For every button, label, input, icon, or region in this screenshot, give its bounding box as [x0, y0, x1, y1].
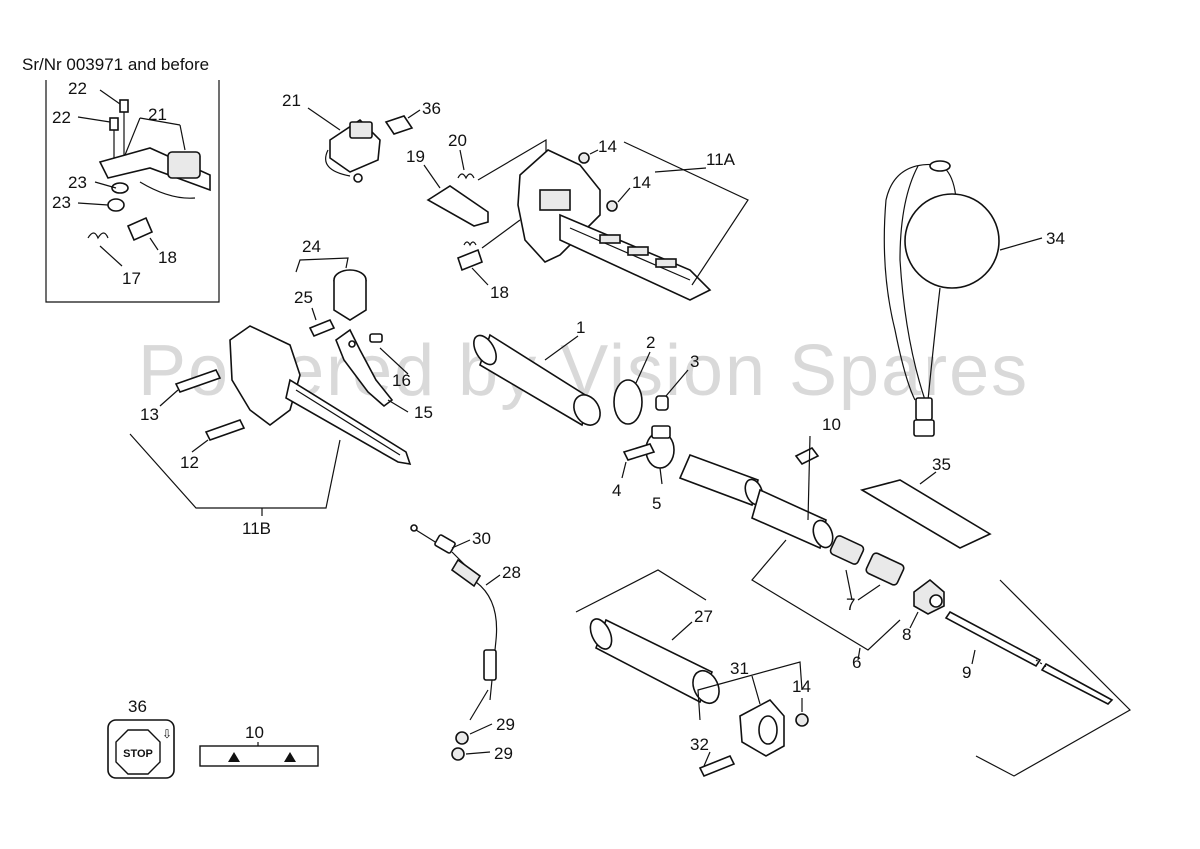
callout-31: 31 [730, 659, 749, 678]
callout-13: 13 [140, 405, 159, 424]
part-15-lever [335, 328, 394, 408]
part-19-trigger [426, 185, 489, 227]
part-11B-handle [229, 325, 412, 466]
part-7-splines [829, 535, 905, 586]
callout-30: 30 [472, 529, 491, 548]
callout-5: 5 [652, 494, 661, 513]
callout-20: 20 [448, 131, 467, 150]
stop-label-decal: STOP ⇩ [107, 719, 175, 779]
callout-9: 9 [962, 663, 971, 682]
callout-19: 19 [406, 147, 425, 166]
callout-16: 16 [392, 371, 411, 390]
callout-3: 3 [690, 352, 699, 371]
part-21-switch [325, 118, 381, 183]
callout-32: 32 [690, 735, 709, 754]
nut-29-a [455, 731, 469, 745]
part-27-grip [589, 618, 720, 705]
part-3 [655, 395, 669, 411]
part-10-label [794, 446, 820, 466]
callout-12: 12 [180, 453, 199, 472]
nut-14-a [578, 152, 590, 164]
part-1-sleeve [473, 333, 601, 427]
bolt-32 [698, 754, 736, 778]
callout-8: 8 [902, 625, 911, 644]
callout-36-inset: 36 [128, 697, 147, 716]
part-16 [369, 333, 383, 343]
callout-11A: 11A [706, 150, 736, 169]
callout-11B: 11B [242, 519, 271, 538]
callout-34: 34 [1046, 229, 1065, 248]
nut-29-b [451, 747, 465, 761]
inset-frame [45, 80, 220, 303]
callout-22-b: 22 [52, 108, 71, 127]
callout-21: 21 [282, 91, 301, 110]
callout-29-b: 29 [494, 744, 513, 763]
triangle-strip-decal [199, 742, 319, 767]
callout-18-inset: 18 [158, 248, 177, 267]
callout-6: 6 [852, 653, 861, 672]
callout-14-a: 14 [598, 137, 617, 156]
nut-14-c [795, 713, 809, 727]
part-35-pad [859, 479, 992, 549]
part-9-shaft [944, 610, 1114, 705]
callout-24: 24 [302, 237, 321, 256]
callout-18: 18 [490, 283, 509, 302]
part-27-bracket [575, 569, 707, 613]
part-18 [457, 248, 483, 272]
part-10-tube [751, 488, 834, 550]
part-31-clamp [739, 698, 785, 757]
callout-28: 28 [502, 563, 521, 582]
callout-17: 17 [122, 269, 141, 288]
nut-14-b [606, 200, 618, 212]
part-8-nut [913, 578, 945, 615]
callout-10: 10 [822, 415, 841, 434]
callout-36: 36 [422, 99, 441, 118]
part-36-label [384, 115, 414, 135]
bolt-25 [308, 318, 336, 338]
callout-25: 25 [294, 288, 313, 307]
bolt-13 [174, 369, 222, 393]
callout-29-a: 29 [496, 715, 515, 734]
callout-4: 4 [612, 481, 621, 500]
callout-14-c: 14 [792, 677, 811, 696]
part-2-ring [613, 379, 643, 425]
part-28-30-cable [410, 524, 498, 721]
callout-15: 15 [414, 403, 433, 422]
part-tube-upper [678, 453, 764, 507]
bolt-4 [622, 443, 656, 461]
callout-27: 27 [694, 607, 713, 626]
part-11A-handle [477, 138, 712, 301]
callout-2: 2 [646, 333, 655, 352]
stop-text: STOP [123, 748, 153, 760]
callout-21-inset: 21 [148, 105, 167, 124]
serial-note: Sr/Nr 003971 and before [22, 55, 209, 74]
callout-23-a: 23 [68, 173, 87, 192]
part-5-clamp [645, 425, 675, 469]
callout-1: 1 [576, 318, 585, 337]
bolt-12 [204, 419, 246, 441]
callout-35: 35 [932, 455, 951, 474]
callout-22-a: 22 [68, 79, 87, 98]
callout-10-inset: 10 [245, 723, 264, 742]
down-arrow-icon: ⇩ [162, 727, 172, 741]
callout-14-b: 14 [632, 173, 651, 192]
part-20-spring [457, 173, 475, 180]
part-24-clamp [333, 269, 367, 321]
part-34-harness [883, 160, 1000, 437]
callout-7: 7 [846, 595, 855, 614]
inset-switch-assembly [87, 99, 211, 242]
callout-23-b: 23 [52, 193, 71, 212]
